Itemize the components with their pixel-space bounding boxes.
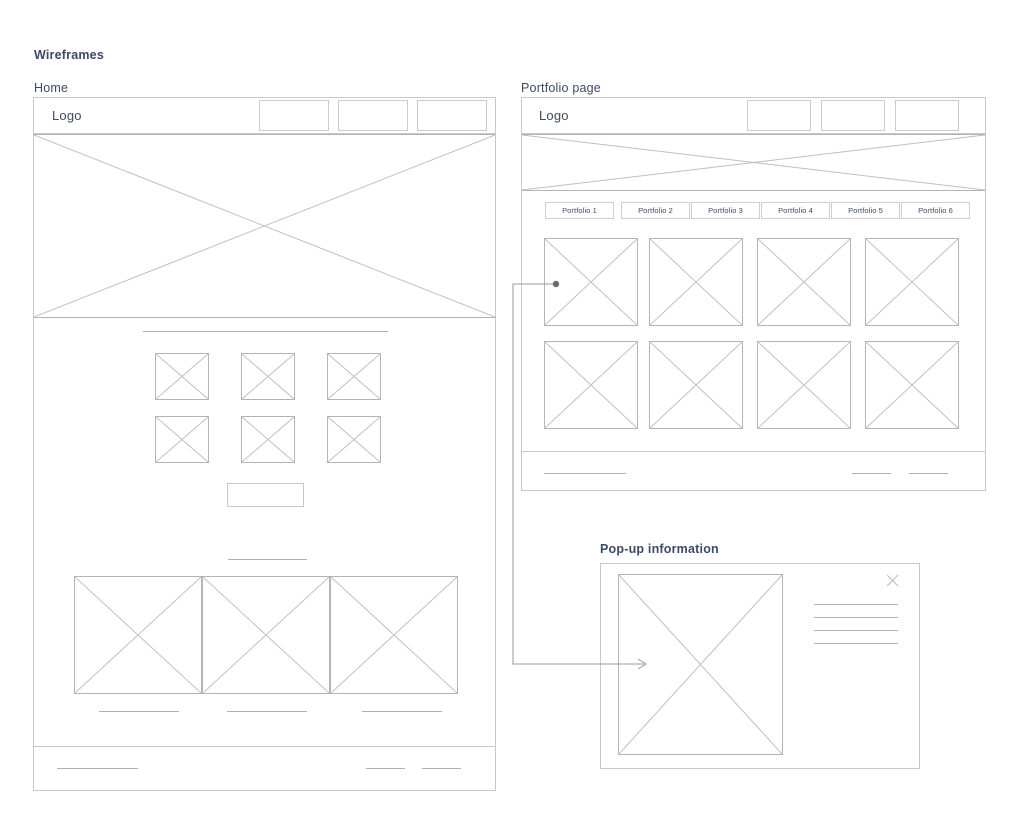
popup-text-rule-3 [814, 630, 898, 631]
home-card-image-2[interactable] [202, 576, 330, 694]
cross-icon [328, 417, 380, 462]
home-card-image-3[interactable] [330, 576, 458, 694]
home-footer-link-rule-2[interactable] [422, 768, 461, 769]
cross-icon [650, 342, 742, 428]
portfolio-footer-link-rule-1[interactable] [852, 473, 891, 474]
portfolio-thumb-2[interactable] [649, 238, 743, 326]
home-gallery-item-3[interactable] [327, 353, 381, 400]
portfolio-hero-image [522, 134, 985, 191]
frame-label-home: Home [34, 81, 69, 95]
home-card-caption-rule-3 [362, 711, 442, 712]
cross-icon [328, 354, 380, 399]
home-nav-item-2[interactable] [338, 100, 408, 131]
page-title: Wireframes [34, 48, 104, 62]
home-nav-item-3[interactable] [417, 100, 487, 131]
cross-icon [156, 417, 208, 462]
cross-icon [331, 577, 457, 693]
portfolio-footer-left-rule [544, 473, 626, 474]
home-gallery-item-2[interactable] [241, 353, 295, 400]
home-card-caption-rule-1 [99, 711, 179, 712]
popup-text-rule-1 [814, 604, 898, 605]
portfolio-thumb-8[interactable] [865, 341, 959, 429]
portfolio-hero-cross-icon [522, 135, 985, 190]
portfolio-footer-divider [522, 451, 985, 452]
portfolio-filter-label-5: Portfolio 5 [848, 206, 883, 215]
portfolio-filter-button-6[interactable]: Portfolio 6 [901, 202, 970, 219]
portfolio-thumb-3[interactable] [757, 238, 851, 326]
popup-text-rule-2 [814, 617, 898, 618]
portfolio-footer-link-rule-2[interactable] [909, 473, 948, 474]
portfolio-filter-label-2: Portfolio 2 [638, 206, 673, 215]
portfolio-filter-button-5[interactable]: Portfolio 5 [831, 202, 900, 219]
portfolio-filter-label-1: Portfolio 1 [562, 206, 597, 215]
cross-icon [242, 417, 294, 462]
portfolio-thumb-1[interactable] [544, 238, 638, 326]
portfolio-thumb-7[interactable] [757, 341, 851, 429]
cross-icon [203, 577, 329, 693]
close-icon[interactable] [886, 574, 899, 587]
home-footer-divider [34, 746, 495, 747]
portfolio-filter-label-3: Portfolio 3 [708, 206, 743, 215]
home-gallery-item-6[interactable] [327, 416, 381, 463]
portfolio-filter-label-4: Portfolio 4 [778, 206, 813, 215]
portfolio-frame: Logo Portfolio 1 Portfolio 2 Portfolio 3… [521, 97, 986, 491]
home-card-image-1[interactable] [74, 576, 202, 694]
home-hero-image [34, 134, 495, 318]
home-card-caption-rule-2 [227, 711, 307, 712]
portfolio-filter-button-2[interactable]: Portfolio 2 [621, 202, 690, 219]
home-frame: Logo [33, 97, 496, 791]
portfolio-filter-button-4[interactable]: Portfolio 4 [761, 202, 830, 219]
home-cta-button[interactable] [227, 483, 304, 507]
cross-icon [545, 239, 637, 325]
home-footer-link-rule-1[interactable] [366, 768, 405, 769]
popup-image [618, 574, 783, 755]
portfolio-nav-item-1[interactable] [747, 100, 811, 131]
home-cards-heading-rule [228, 559, 307, 560]
cross-icon [619, 575, 782, 754]
portfolio-nav-item-3[interactable] [895, 100, 959, 131]
portfolio-filter-button-1[interactable]: Portfolio 1 [545, 202, 614, 219]
cross-icon [758, 239, 850, 325]
home-section-heading-rule [143, 331, 388, 332]
popup-frame [600, 563, 920, 769]
cross-icon [866, 239, 958, 325]
home-footer-left-rule [57, 768, 138, 769]
home-logo: Logo [52, 108, 82, 123]
portfolio-filter-button-3[interactable]: Portfolio 3 [691, 202, 760, 219]
portfolio-thumb-6[interactable] [649, 341, 743, 429]
home-gallery-item-1[interactable] [155, 353, 209, 400]
home-nav-item-1[interactable] [259, 100, 329, 131]
portfolio-logo: Logo [539, 108, 569, 123]
portfolio-thumb-4[interactable] [865, 238, 959, 326]
frame-label-portfolio: Portfolio page [521, 81, 601, 95]
home-gallery-item-5[interactable] [241, 416, 295, 463]
home-header: Logo [34, 98, 495, 134]
home-hero-cross-icon [34, 135, 495, 317]
home-gallery-item-4[interactable] [155, 416, 209, 463]
portfolio-nav-item-2[interactable] [821, 100, 885, 131]
cross-icon [866, 342, 958, 428]
portfolio-thumb-5[interactable] [544, 341, 638, 429]
popup-text-rule-4 [814, 643, 898, 644]
frame-label-popup: Pop-up information [600, 542, 719, 556]
portfolio-filter-label-6: Portfolio 6 [918, 206, 953, 215]
portfolio-header: Logo [522, 98, 985, 134]
cross-icon [156, 354, 208, 399]
cross-icon [650, 239, 742, 325]
cross-icon [75, 577, 201, 693]
cross-icon [758, 342, 850, 428]
cross-icon [242, 354, 294, 399]
cross-icon [545, 342, 637, 428]
